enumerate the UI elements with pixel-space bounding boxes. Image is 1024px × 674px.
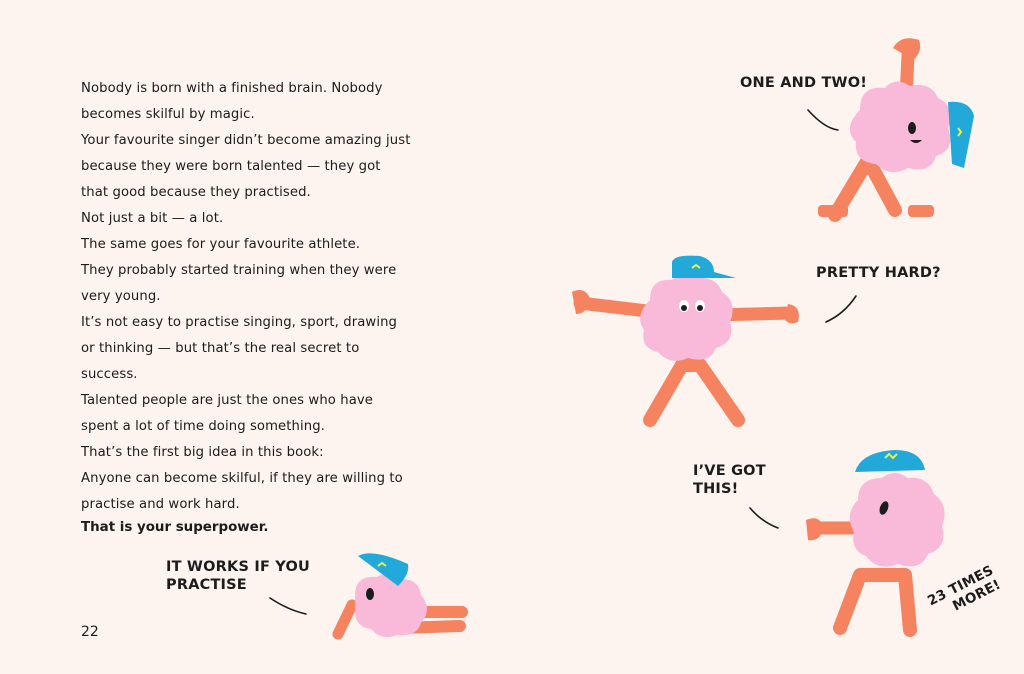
legs: [643, 358, 745, 427]
eye: [366, 588, 374, 600]
body-text: Nobody is born with a finished brain. No…: [81, 76, 411, 518]
hand: [893, 38, 921, 60]
hand: [784, 304, 799, 324]
paragraph: That’s the first big idea in this book:: [81, 445, 324, 460]
paragraph: Anyone can become skilful, if they are w…: [81, 471, 403, 512]
speech-line: [749, 507, 779, 529]
speech-line: [825, 295, 857, 323]
paragraph: Nobody is born with a finished brain. No…: [81, 81, 383, 122]
speech-line: [807, 109, 839, 131]
brain-character-arms-out: [572, 255, 857, 427]
mouth: [910, 140, 922, 143]
brain-character-lunging: [749, 450, 945, 637]
cap: [855, 450, 925, 472]
paragraph: They probably started training when they…: [81, 263, 397, 304]
foot: [908, 205, 934, 217]
superpower-line: That is your superpower.: [81, 520, 269, 535]
legs: [833, 568, 917, 637]
hand: [572, 290, 590, 314]
cap-squiggle: [884, 452, 898, 460]
speech-one-and-two: ONE AND TWO!: [740, 75, 868, 91]
brain: [849, 81, 951, 173]
cap-squiggle: [377, 561, 387, 567]
paragraph: Talented people are just the ones who ha…: [81, 393, 373, 434]
brain: [640, 274, 733, 361]
paragraph: Not just a bit — a lot.: [81, 211, 224, 226]
brain-character-pushup: [269, 553, 468, 640]
paragraph: Your favourite singer didn’t become amaz…: [81, 133, 411, 200]
speech-works-if-practise: IT WORKS IF YOU PRACTISE: [166, 559, 310, 593]
paragraph: It’s not easy to practise singing, sport…: [81, 315, 398, 382]
paragraph: The same goes for your favourite athlete…: [81, 237, 361, 252]
cap: [358, 553, 409, 586]
brain: [849, 473, 945, 567]
eye: [908, 122, 916, 134]
speech-line: [269, 597, 307, 615]
cap-squiggle: [957, 127, 963, 137]
hand: [806, 518, 824, 541]
page-number: 22: [81, 624, 99, 640]
cap: [672, 255, 736, 278]
foot: [818, 205, 848, 217]
brain-character-stretching: [807, 38, 974, 222]
cap-squiggle: [691, 263, 701, 269]
pupil: [681, 305, 687, 311]
arm: [332, 599, 358, 640]
eye: [879, 501, 889, 515]
cap: [948, 101, 974, 168]
speech-pretty-hard: PRETTY HARD?: [816, 265, 941, 281]
brain: [355, 573, 427, 637]
pupil: [697, 305, 703, 311]
speech-got-this: I’VE GOT THIS!: [693, 463, 766, 497]
